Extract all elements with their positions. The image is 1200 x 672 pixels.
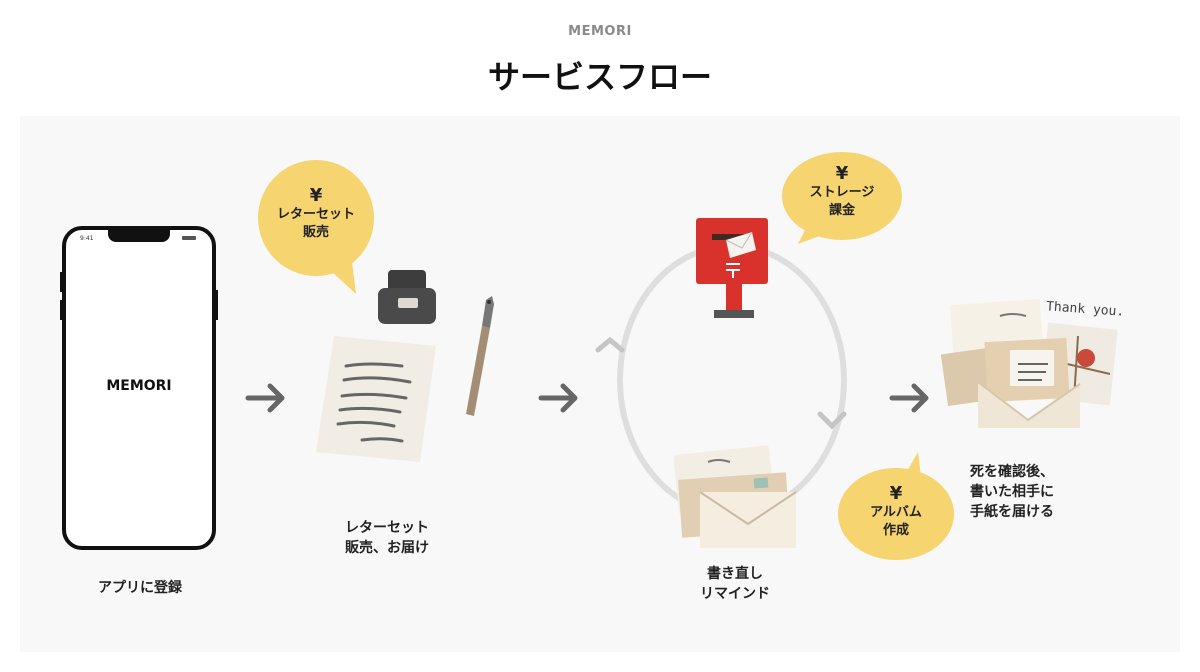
step-line: リマインド xyxy=(700,586,770,602)
yen-icon: ¥ xyxy=(835,163,849,184)
yen-icon: ¥ xyxy=(889,483,903,504)
arrow-icon xyxy=(245,383,285,413)
speech-bubble xyxy=(258,160,374,294)
postbox-icon xyxy=(696,218,768,318)
arrow-icon xyxy=(889,383,929,413)
step-label-register: アプリに登録 xyxy=(70,578,210,598)
letters-bundle-icon xyxy=(940,298,1118,428)
bubble-line: 課金 xyxy=(828,203,855,218)
step-line: 販売、お届け xyxy=(345,540,429,556)
step-line: 書き直し xyxy=(707,566,763,582)
speech-bubble xyxy=(838,452,954,560)
ink-bottle-icon xyxy=(378,270,436,324)
step-line: 書いた相手に xyxy=(970,484,1054,500)
status-bar-time: 9:41 xyxy=(80,235,94,242)
bubble-line: 販売 xyxy=(302,225,329,240)
bubble-line: レターセット xyxy=(276,207,355,222)
phone-illustration xyxy=(60,226,218,550)
speech-bubble xyxy=(782,152,902,244)
page-title: サービスフロー xyxy=(487,58,712,96)
bubble-line: アルバム xyxy=(870,505,922,520)
step-line: 手紙を届ける xyxy=(970,504,1054,520)
bubble-storage-text: ¥ ストレージ 課金 xyxy=(786,164,898,220)
step-label-reminder: 書き直し リマインド xyxy=(670,564,800,604)
step-line: レターセット xyxy=(345,520,429,536)
letter-paper-icon xyxy=(316,336,436,462)
bubble-line: ストレージ xyxy=(809,185,875,200)
bubble-letterset-text: ¥ レターセット 販売 xyxy=(262,186,370,242)
bubble-line: 作成 xyxy=(882,523,909,538)
brand-label: MEMORI xyxy=(568,24,632,39)
bubble-album-text: ¥ アルバム 作成 xyxy=(842,484,950,540)
step-line: 死を確認後、 xyxy=(970,464,1054,480)
envelope-stack-icon xyxy=(673,445,797,548)
arrow-icon xyxy=(538,383,578,413)
phone-screen-text: MEMORI xyxy=(106,378,172,394)
step-label-deliver: 死を確認後、 書いた相手に 手紙を届ける xyxy=(970,462,1090,522)
step-line: アプリに登録 xyxy=(98,580,182,596)
pen-icon xyxy=(466,296,494,416)
yen-icon: ¥ xyxy=(309,185,323,206)
step-label-letterset: レターセット 販売、お届け xyxy=(322,518,452,558)
